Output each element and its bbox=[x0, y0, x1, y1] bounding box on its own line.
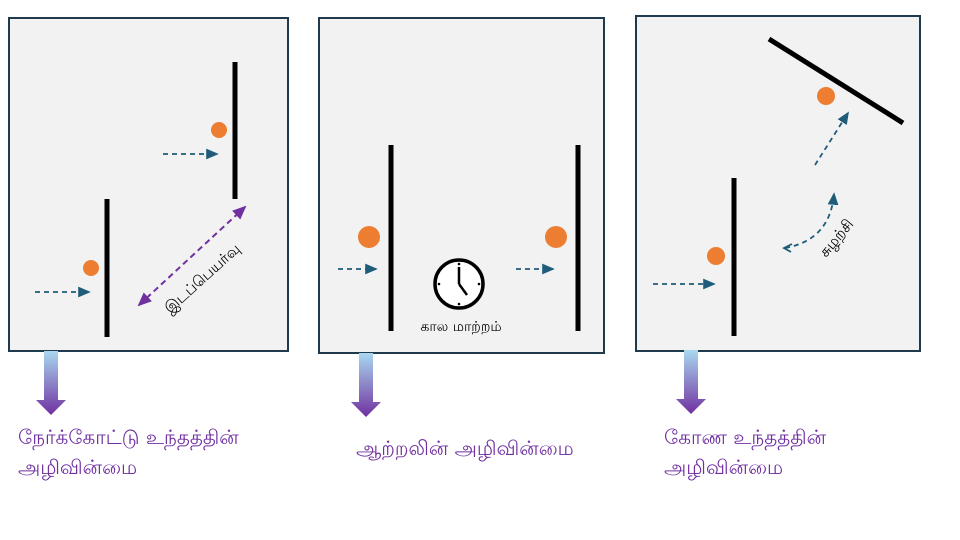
rotated-wall bbox=[767, 36, 905, 126]
time-shift-label: கால மாற்றம் bbox=[420, 319, 501, 335]
caption-angular-momentum: கோண உந்தத்தின் அழிவின்மை bbox=[664, 422, 826, 482]
motion-arrow bbox=[814, 111, 849, 166]
ball bbox=[545, 226, 567, 248]
down-arrow bbox=[351, 353, 381, 417]
ball bbox=[707, 247, 725, 265]
caption-line: ஆற்றலின் அழிவின்மை bbox=[356, 436, 574, 460]
ball bbox=[211, 122, 227, 138]
down-arrow bbox=[36, 351, 66, 415]
ball bbox=[358, 226, 380, 248]
ball bbox=[83, 260, 99, 276]
down-arrow bbox=[676, 350, 706, 414]
ball bbox=[817, 87, 835, 105]
panel-time-shift: கால மாற்றம் bbox=[318, 17, 605, 354]
caption-line: கோண உந்தத்தின் bbox=[664, 425, 827, 449]
caption-line: அழிவின்மை bbox=[664, 455, 784, 479]
panel-rotation: சுழற்சி bbox=[635, 15, 921, 352]
rotation-arrow bbox=[784, 192, 839, 249]
caption-line: நேர்க்கோட்டு உந்தத்தின் bbox=[18, 425, 239, 449]
clock-icon bbox=[433, 258, 485, 310]
panel-translation: இடப்பெயர்வு bbox=[8, 17, 289, 352]
caption-energy: ஆற்றலின் அழிவின்மை bbox=[356, 433, 574, 463]
caption-line: அழிவின்மை bbox=[18, 455, 138, 479]
displacement-arrow bbox=[137, 205, 247, 307]
caption-linear-momentum: நேர்க்கோட்டு உந்தத்தின் அழிவின்மை bbox=[18, 422, 239, 482]
